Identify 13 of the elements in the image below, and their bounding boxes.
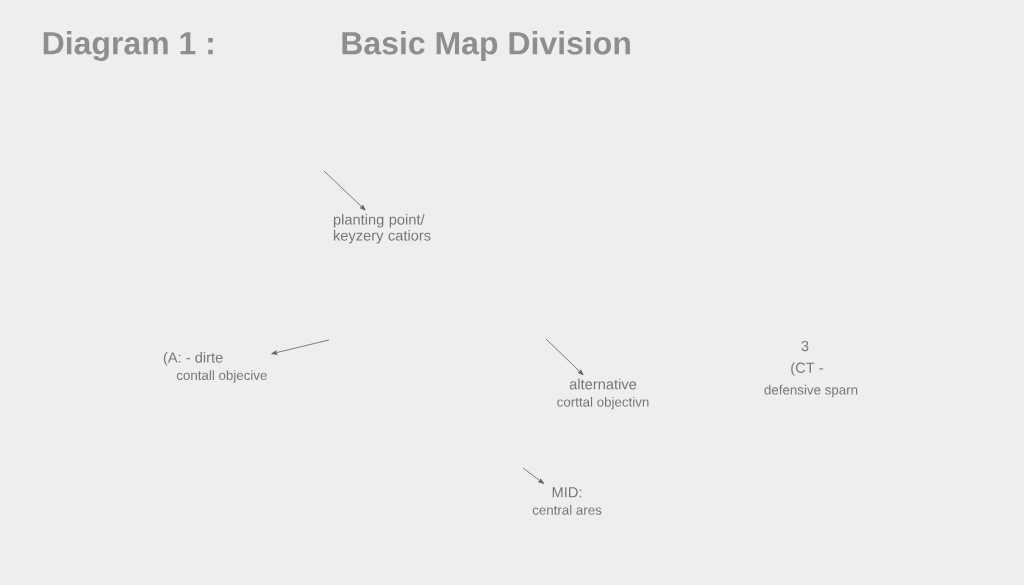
arrow	[522, 467, 545, 484]
callout-number: 3	[801, 340, 809, 352]
area-label: MID: central ares	[532, 487, 602, 515]
figure-number: Diagram 1 :	[43, 31, 213, 61]
area-label: planting point/ keyzery catiors	[333, 213, 431, 244]
arrow	[271, 339, 330, 355]
arrow	[545, 338, 584, 376]
arrow	[323, 170, 366, 211]
area-label: (A: - dirte contall objecive	[163, 351, 267, 383]
diagram-title: Basic Map Division	[342, 31, 630, 61]
area-label: alternative corttal objectivn	[557, 378, 649, 410]
area-description: defensive sparn	[764, 384, 858, 398]
area-label: (CT -	[791, 362, 824, 376]
